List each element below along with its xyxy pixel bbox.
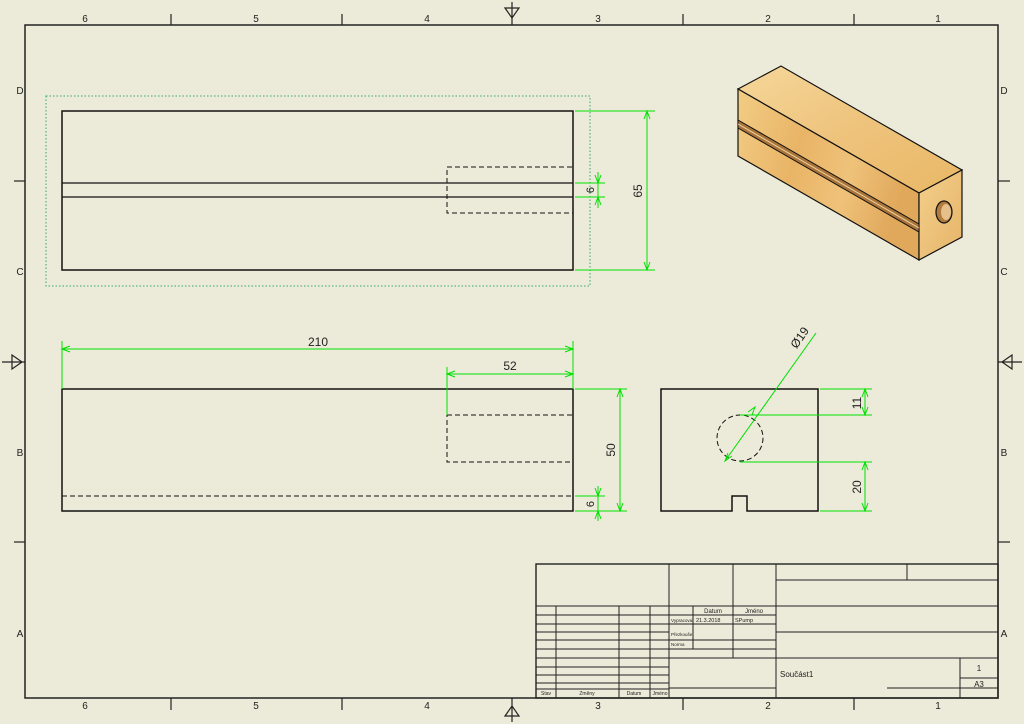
zone-bottom-6: 6 xyxy=(82,701,88,712)
tb-drawn-date: 21.3.2018 xyxy=(696,618,720,624)
tb-sheet-format: A3 xyxy=(974,680,984,689)
zone-left-c: C xyxy=(16,267,23,278)
front-view-outline xyxy=(61,388,574,512)
tb-drawn-label: Vypracoval xyxy=(671,618,693,623)
zone-bottom-1: 1 xyxy=(935,701,941,712)
zone-bottom-2: 2 xyxy=(765,701,771,712)
zone-top-6: 6 xyxy=(82,14,88,25)
side-view[interactable] xyxy=(660,388,819,512)
zone-bottom-5: 5 xyxy=(253,701,259,712)
zone-right-a: A xyxy=(1001,629,1008,640)
zone-top-4: 4 xyxy=(424,14,430,25)
zone-top-3: 3 xyxy=(595,14,601,25)
zone-right-c: C xyxy=(1000,267,1007,278)
dim-hole-bottom-20: 20 xyxy=(850,480,864,494)
zone-bottom-3: 3 xyxy=(595,701,601,712)
tb-sheet-number: 1 xyxy=(977,664,982,673)
zone-right-b: B xyxy=(1001,448,1008,459)
zone-left-a: A xyxy=(17,629,24,640)
zone-right-d: D xyxy=(1000,86,1007,97)
hidden-hole-front xyxy=(446,414,574,463)
tb-norm-label: Norma xyxy=(671,642,685,647)
view-selection-frame xyxy=(45,95,591,287)
side-view-outline xyxy=(660,388,819,512)
dim-depth-52: 52 xyxy=(503,359,517,373)
dim-slot-depth-6: 6 xyxy=(585,501,597,507)
dim-height-65: 65 xyxy=(631,184,645,198)
tb-name-header: Jméno xyxy=(745,609,764,615)
front-view[interactable] xyxy=(61,388,574,512)
tb-part-name: Součást1 xyxy=(780,670,814,679)
tb-col-name: Jméno xyxy=(652,691,667,697)
iso-slot-highlight xyxy=(737,123,920,229)
top-view-outline xyxy=(61,110,574,271)
zone-top-2: 2 xyxy=(765,14,771,25)
tb-checked-label: Přezkoušel xyxy=(671,632,693,637)
top-view[interactable] xyxy=(45,95,591,287)
hidden-hole-top xyxy=(446,166,574,214)
tb-col-changes: Změny xyxy=(579,691,595,697)
zone-top-5: 5 xyxy=(253,14,259,25)
dim-length-210: 210 xyxy=(308,335,328,349)
tb-col-state: Stav xyxy=(541,691,552,697)
dim-height-50: 50 xyxy=(604,443,618,457)
zone-ticks xyxy=(14,14,1010,710)
zone-left-b: B xyxy=(17,448,24,459)
tb-date-header: Datum xyxy=(704,609,722,615)
front-view-dimensions xyxy=(60,341,627,521)
title-block xyxy=(535,563,999,699)
zone-bottom-4: 4 xyxy=(424,701,430,712)
dim-hole-top-11: 11 xyxy=(850,396,864,409)
isometric-view[interactable] xyxy=(736,65,964,262)
dim-diameter-19: Ø19 xyxy=(787,324,812,351)
zone-left-d: D xyxy=(16,86,23,97)
zone-top-1: 1 xyxy=(935,14,941,25)
zone-labels: 6 5 4 3 2 1 6 5 4 3 2 1 D C B A D C B A xyxy=(16,14,1007,712)
tb-drawn-name: SPump xyxy=(735,618,753,624)
top-view-dimensions xyxy=(575,109,655,272)
iso-hole-inner xyxy=(941,204,951,220)
side-view-dimensions xyxy=(723,332,872,513)
tb-col-date: Datum xyxy=(627,691,642,697)
hidden-hole-circle xyxy=(716,414,764,462)
dim-slot-6: 6 xyxy=(585,187,597,193)
